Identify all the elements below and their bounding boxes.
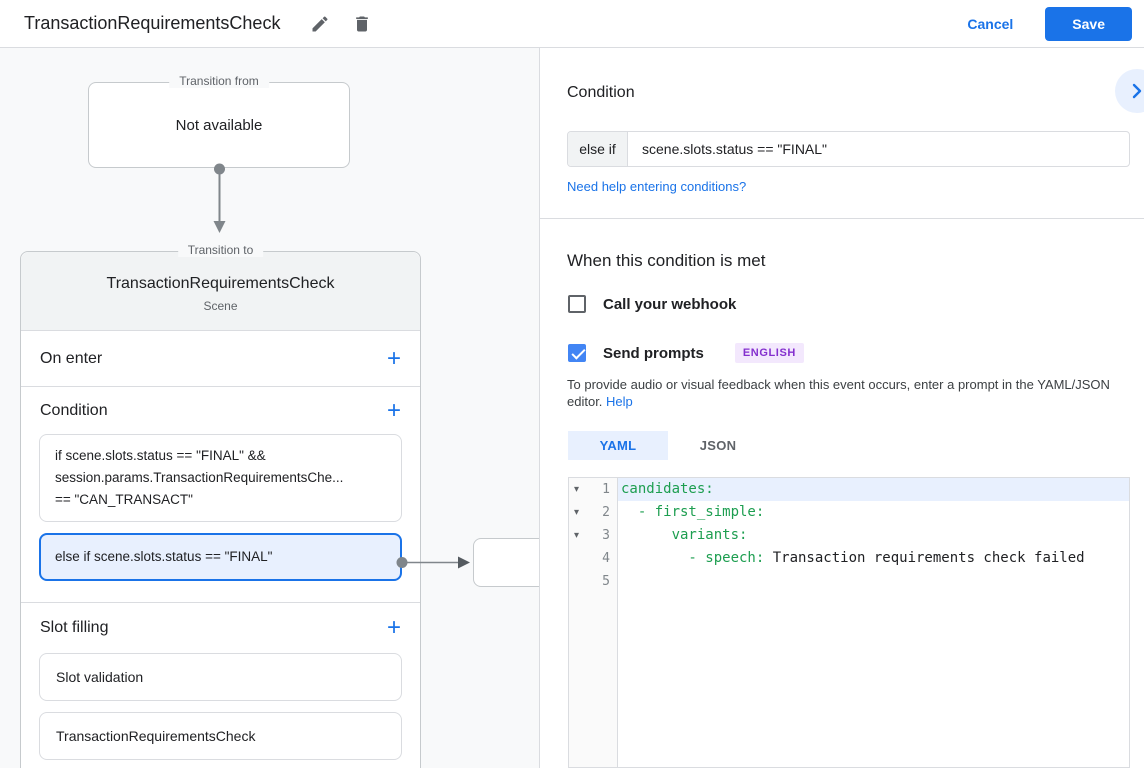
add-slot-button[interactable]: + bbox=[386, 614, 401, 641]
condition-item-elseif[interactable]: else if scene.slots.status == "FINAL" bbox=[39, 533, 402, 581]
prompt-description-text: To provide audio or visual feedback when… bbox=[567, 377, 1110, 409]
cancel-button[interactable]: Cancel bbox=[967, 15, 1014, 32]
panel-divider bbox=[540, 218, 1144, 219]
call-webhook-label: Call your webhook bbox=[603, 295, 737, 313]
language-badge: ENGLISH bbox=[734, 343, 804, 363]
condition-section-label: Condition bbox=[40, 401, 108, 419]
condition-prefix-label: else if bbox=[568, 132, 628, 166]
send-prompts-checkbox[interactable] bbox=[568, 344, 586, 362]
add-on-enter-button[interactable]: + bbox=[386, 344, 401, 372]
edit-title-button[interactable] bbox=[308, 12, 332, 36]
transition-to-legend: Transition to bbox=[177, 243, 264, 257]
condition-section: Condition + if scene.slots.status == "FI… bbox=[21, 387, 420, 603]
scene-title: TransactionRequirementsCheck bbox=[106, 275, 335, 292]
call-webhook-checkbox[interactable] bbox=[568, 295, 586, 313]
line-number: 1 bbox=[602, 482, 610, 497]
condition-line: if scene.slots.status == "FINAL" && bbox=[55, 448, 266, 463]
call-webhook-row: Call your webhook bbox=[568, 295, 736, 313]
chevron-right-icon bbox=[1132, 83, 1142, 99]
line-number: 2 bbox=[602, 505, 610, 520]
tab-yaml[interactable]: YAML bbox=[568, 431, 668, 460]
editor-format-tabs: YAML JSON bbox=[568, 431, 768, 460]
panel-title: Condition bbox=[567, 84, 635, 101]
line-number: 5 bbox=[602, 574, 610, 589]
delete-scene-button[interactable] bbox=[350, 12, 374, 36]
yaml-code-editor[interactable]: ▾ 1 candidates: ▾ 2 - first_simple: ▾ 3 … bbox=[568, 477, 1130, 768]
slot-filling-section: Slot filling + Slot validation Transacti… bbox=[21, 603, 420, 760]
transition-target-box bbox=[473, 538, 539, 587]
transition-from-legend: Transition from bbox=[169, 74, 269, 88]
flow-canvas[interactable]: Transition from Not available Transition… bbox=[0, 48, 540, 768]
add-condition-button[interactable]: + bbox=[386, 396, 401, 424]
slot-filling-item[interactable]: TransactionRequirementsCheck bbox=[39, 712, 402, 760]
code-line: ▾ 5 bbox=[569, 570, 1129, 593]
slot-filling-label: Slot filling bbox=[40, 619, 109, 636]
slot-validation-item[interactable]: Slot validation bbox=[39, 653, 402, 701]
fold-icon[interactable]: ▾ bbox=[574, 484, 580, 495]
scene-card-header: TransactionRequirementsCheck Scene bbox=[21, 252, 420, 331]
fold-icon[interactable]: ▾ bbox=[574, 507, 580, 518]
send-prompts-label: Send prompts bbox=[603, 344, 704, 362]
top-bar: TransactionRequirementsCheck Cancel Save bbox=[0, 0, 1144, 48]
code-line: ▾ 4 - speech: Transaction requirements c… bbox=[569, 547, 1129, 570]
on-enter-label: On enter bbox=[40, 349, 103, 367]
transition-from-content: Not available bbox=[175, 116, 263, 134]
scene-subtitle: Scene bbox=[203, 299, 238, 313]
line-number: 3 bbox=[602, 528, 610, 543]
condition-detail-panel: Condition else if scene.slots.status == … bbox=[540, 48, 1144, 768]
pencil-icon bbox=[312, 15, 328, 31]
save-button[interactable]: Save bbox=[1045, 6, 1132, 41]
condition-item-if[interactable]: if scene.slots.status == "FINAL" && sess… bbox=[39, 434, 402, 522]
trash-icon bbox=[356, 16, 369, 31]
code-line: ▾ 1 candidates: bbox=[569, 478, 1129, 501]
fold-icon[interactable]: ▾ bbox=[574, 530, 580, 541]
condition-line: session.params.TransactionRequirementsCh… bbox=[55, 470, 344, 485]
page-title: TransactionRequirementsCheck bbox=[24, 13, 281, 33]
prompt-description: To provide audio or visual feedback when… bbox=[567, 376, 1133, 410]
collapse-panel-button[interactable] bbox=[1115, 69, 1144, 113]
line-number: 4 bbox=[602, 551, 610, 566]
code-line: ▾ 3 variants: bbox=[569, 524, 1129, 547]
when-condition-met-title: When this condition is met bbox=[567, 251, 766, 270]
condition-connector-arrow bbox=[396, 556, 470, 569]
send-prompts-row: Send prompts ENGLISH bbox=[568, 343, 804, 363]
tab-json[interactable]: JSON bbox=[699, 438, 737, 453]
transition-from-box: Transition from Not available bbox=[88, 74, 350, 168]
condition-line: == "CAN_TRANSACT" bbox=[55, 492, 193, 507]
conditions-help-link[interactable]: Need help entering conditions? bbox=[567, 179, 747, 194]
condition-line: else if scene.slots.status == "FINAL" bbox=[55, 549, 273, 564]
scene-card: Transition to TransactionRequirementsChe… bbox=[20, 243, 421, 768]
prompt-help-link[interactable]: Help bbox=[606, 394, 633, 409]
code-line: ▾ 2 - first_simple: bbox=[569, 501, 1129, 524]
condition-expression-input[interactable]: scene.slots.status == "FINAL" bbox=[642, 141, 828, 157]
condition-expression-field: else if scene.slots.status == "FINAL" bbox=[567, 131, 1130, 167]
on-enter-section: On enter + bbox=[21, 331, 420, 387]
editor-empty-area[interactable] bbox=[569, 593, 1129, 767]
transition-flow-arrow bbox=[213, 163, 226, 233]
